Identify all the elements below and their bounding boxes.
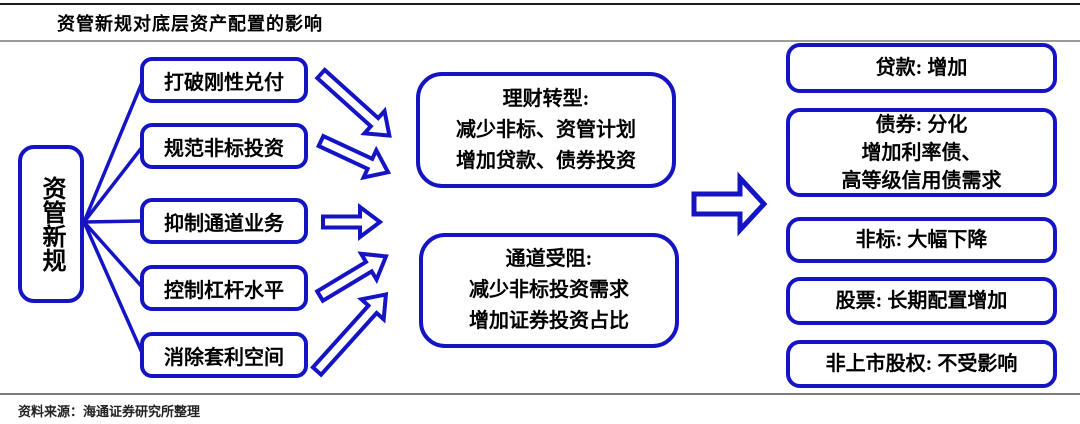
arrow-icon-factor3 bbox=[321, 203, 384, 241]
arrow-icon-factor4 bbox=[314, 251, 389, 304]
node-factor-4: 控制杠杆水平 bbox=[140, 265, 308, 311]
connector-line-root-factor1 bbox=[82, 79, 145, 223]
bottom-divider bbox=[0, 393, 1080, 395]
chart-title: 资管新规对底层资产配置的影响 bbox=[57, 14, 323, 34]
arrow-icon-factor1 bbox=[314, 67, 392, 138]
arrow-icon-factor2 bbox=[316, 133, 392, 181]
arrow-icon-to-outcomes bbox=[691, 171, 768, 237]
node-factor-5: 消除套利空间 bbox=[140, 332, 308, 378]
node-mid-licai: 理财转型: 减少非标、资管计划 增加贷款、债券投资 bbox=[416, 72, 676, 188]
node-outcome-unlisted: 非上市股权: 不受影响 bbox=[786, 340, 1057, 388]
connector-line-root-factor5 bbox=[82, 221, 145, 356]
connector-line-root-factor3 bbox=[83, 219, 144, 224]
node-outcome-bonds: 债券: 分化 增加利率债、 高等级信用债需求 bbox=[786, 108, 1057, 197]
connector-line-root-factor4 bbox=[82, 220, 145, 290]
arrow-icon-factor5 bbox=[310, 291, 389, 378]
node-outcome-stocks: 股票: 长期配置增加 bbox=[786, 277, 1057, 325]
node-root: 资管新规 bbox=[18, 145, 84, 303]
node-mid-tongdao: 通道受阻: 减少非标投资需求 增加证券投资占比 bbox=[419, 233, 679, 348]
connector-line-root-factor2 bbox=[82, 144, 145, 224]
node-outcome-nonstd: 非标: 大幅下降 bbox=[786, 217, 1057, 263]
title-divider bbox=[0, 40, 1080, 42]
node-factor-1: 打破刚性兑付 bbox=[140, 57, 308, 103]
node-factor-2: 规范非标投资 bbox=[140, 123, 308, 169]
node-factor-3: 抑制通道业务 bbox=[140, 198, 308, 244]
top-divider bbox=[0, 3, 1080, 5]
source-note: 资料来源：海通证券研究所整理 bbox=[18, 404, 201, 419]
node-outcome-loans: 贷款: 增加 bbox=[786, 43, 1057, 93]
